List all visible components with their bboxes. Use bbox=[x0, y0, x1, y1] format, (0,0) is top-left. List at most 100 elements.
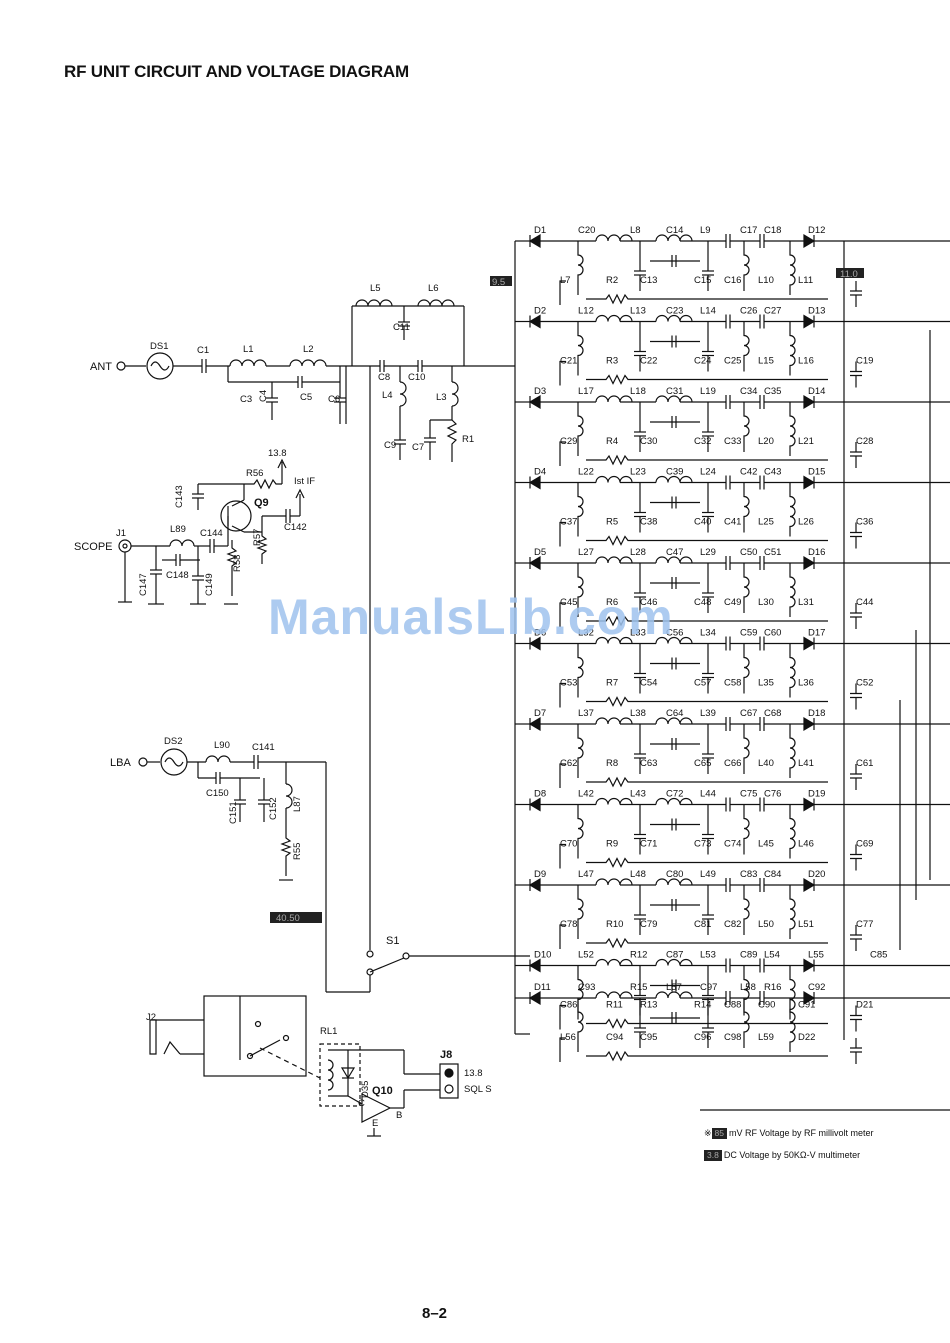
component-label: L47 bbox=[578, 869, 594, 880]
component-label: R16 bbox=[764, 982, 781, 993]
component-label: C25 bbox=[724, 356, 741, 367]
component-label: C79 bbox=[640, 919, 657, 930]
svg-text:DS1: DS1 bbox=[150, 341, 168, 352]
svg-text:C5: C5 bbox=[300, 392, 312, 403]
component-label: D21 bbox=[856, 1000, 873, 1011]
svg-text:C150: C150 bbox=[206, 788, 229, 799]
component-label: C56 bbox=[666, 628, 683, 639]
antenna-input-section: ANT DS1 C1 L1 L2 C3 C5 C4 C6 L5 L6 C11 bbox=[90, 283, 515, 462]
top-right-voltage-badge: 11.0 bbox=[840, 269, 858, 280]
component-label: L53 bbox=[700, 950, 716, 961]
component-label: C73 bbox=[694, 839, 711, 850]
component-label: R8 bbox=[606, 758, 618, 769]
svg-text:D35: D35 bbox=[360, 1081, 371, 1098]
component-label: L48 bbox=[630, 869, 646, 880]
component-label: L13 bbox=[630, 306, 646, 317]
component-label: R7 bbox=[606, 678, 618, 689]
component-label: C26 bbox=[740, 306, 757, 317]
component-label: C24 bbox=[694, 356, 711, 367]
svg-text:J2: J2 bbox=[146, 1012, 156, 1023]
component-label: C77 bbox=[856, 919, 873, 930]
svg-text:L1: L1 bbox=[243, 344, 254, 355]
component-label: C94 bbox=[606, 1032, 623, 1043]
component-label: C87 bbox=[666, 950, 683, 961]
component-label: C66 bbox=[724, 758, 741, 769]
component-label: R4 bbox=[606, 436, 618, 447]
component-label: L7 bbox=[560, 275, 571, 286]
filter-row: D8C70L42R9L43C71C72C73L44C74C75L45C76L46… bbox=[515, 789, 950, 871]
component-label: C40 bbox=[694, 517, 711, 528]
svg-text:C141: C141 bbox=[252, 742, 275, 753]
page-number: 8–2 bbox=[422, 1305, 448, 1322]
component-label: L19 bbox=[700, 386, 716, 397]
component-label: D22 bbox=[798, 1032, 815, 1043]
legend-dc-text: DC Voltage by 50KΩ-V multimeter bbox=[723, 1150, 861, 1160]
component-label: L30 bbox=[758, 597, 774, 608]
svg-text:L87: L87 bbox=[292, 796, 303, 812]
component-label: C45 bbox=[560, 597, 577, 608]
component-label: C28 bbox=[856, 436, 873, 447]
q9-transistor bbox=[220, 500, 252, 532]
component-label: L39 bbox=[700, 708, 716, 719]
component-label: C46 bbox=[640, 597, 657, 608]
component-label: C37 bbox=[560, 517, 577, 528]
component-label: C17 bbox=[740, 225, 757, 236]
component-label: C34 bbox=[740, 386, 757, 397]
svg-text:C7: C7 bbox=[412, 442, 424, 453]
component-label: C88 bbox=[724, 1000, 741, 1011]
component-label: L16 bbox=[798, 356, 814, 367]
component-label: L15 bbox=[758, 356, 774, 367]
component-label: C59 bbox=[740, 628, 757, 639]
legend-rf-chip: 85 bbox=[711, 1128, 728, 1140]
component-label: L18 bbox=[630, 386, 646, 397]
component-label: C82 bbox=[724, 919, 741, 930]
lba-section: LBA DS2 L90 C141 C150 C151 C152 L87 R55 … bbox=[110, 736, 370, 993]
svg-text:J1: J1 bbox=[116, 528, 126, 539]
component-label: L42 bbox=[578, 789, 594, 800]
component-label: C51 bbox=[764, 547, 781, 558]
component-label: R11 bbox=[606, 1000, 623, 1011]
j8-supply-label: 13.8 bbox=[464, 1068, 483, 1079]
component-label: C91 bbox=[798, 1000, 815, 1011]
component-label: C42 bbox=[740, 467, 757, 478]
component-label: C71 bbox=[640, 839, 657, 850]
component-label: L43 bbox=[630, 789, 646, 800]
svg-text:R58: R58 bbox=[232, 555, 243, 572]
component-label: D10 bbox=[534, 950, 551, 961]
component-label: L50 bbox=[758, 919, 774, 930]
component-label: C23 bbox=[666, 306, 683, 317]
component-label: L56 bbox=[560, 1032, 576, 1043]
component-label: D7 bbox=[534, 708, 546, 719]
svg-text:L3: L3 bbox=[436, 392, 447, 403]
component-label: L22 bbox=[578, 467, 594, 478]
component-label: R3 bbox=[606, 356, 618, 367]
svg-text:Q10: Q10 bbox=[372, 1085, 393, 1097]
component-label: C33 bbox=[724, 436, 741, 447]
component-label: L49 bbox=[700, 869, 716, 880]
component-label: C65 bbox=[694, 758, 711, 769]
component-label: C72 bbox=[666, 789, 683, 800]
component-label: D14 bbox=[808, 386, 825, 397]
component-label: C60 bbox=[764, 628, 781, 639]
component-label: D2 bbox=[534, 306, 546, 317]
component-label: C30 bbox=[640, 436, 657, 447]
component-label: C15 bbox=[694, 275, 711, 286]
component-label: C95 bbox=[640, 1032, 657, 1043]
component-label: C18 bbox=[764, 225, 781, 236]
svg-text:R56: R56 bbox=[246, 468, 263, 479]
component-label: D15 bbox=[808, 467, 825, 478]
component-label: C13 bbox=[640, 275, 657, 286]
component-label: L17 bbox=[578, 386, 594, 397]
component-label: C84 bbox=[764, 869, 781, 880]
component-label: L59 bbox=[758, 1032, 774, 1043]
svg-text:C148: C148 bbox=[166, 570, 189, 581]
svg-text:C149: C149 bbox=[204, 573, 215, 596]
svg-text:Q9: Q9 bbox=[254, 497, 269, 509]
legend-rf-marker: ※ bbox=[704, 1128, 712, 1138]
component-label: L24 bbox=[700, 467, 716, 478]
component-label: L54 bbox=[764, 950, 780, 961]
component-label: C93 bbox=[578, 982, 595, 993]
lba-voltage-badge: 40.50 bbox=[276, 913, 300, 924]
